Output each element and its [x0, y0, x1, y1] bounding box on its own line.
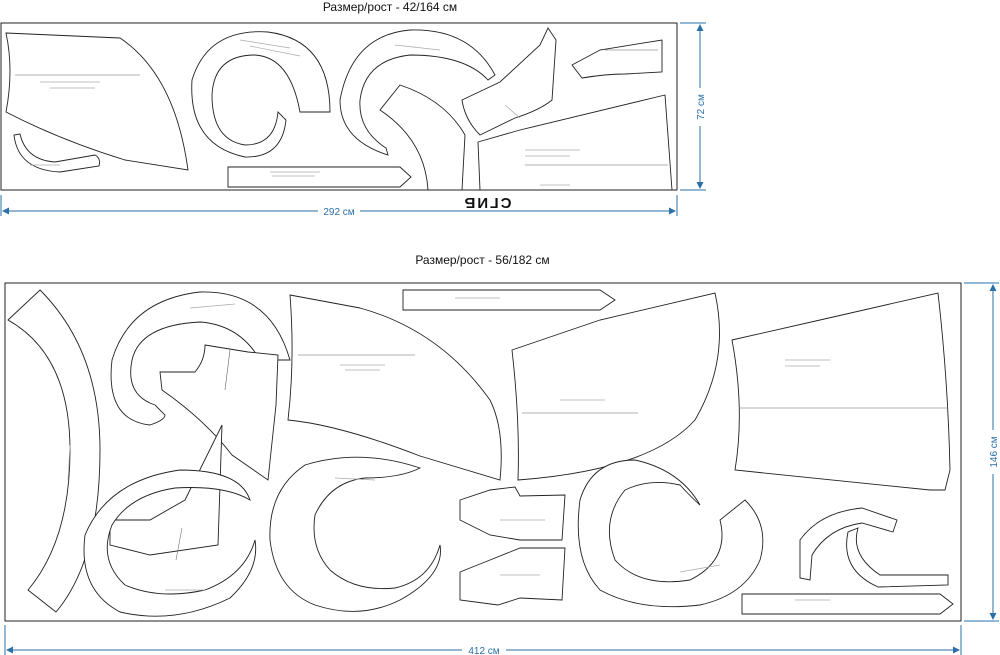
belt-piece-a	[402, 289, 616, 311]
skirt-panel-piece-a	[287, 294, 502, 481]
dimension-height-2: 146 см	[964, 282, 1000, 622]
skirt-panel-piece-c	[731, 292, 951, 491]
width-label-1: 292 см	[323, 207, 354, 218]
long-curve-piece	[7, 289, 101, 613]
skirt-panel-piece-b	[511, 292, 720, 481]
ring-piece-a	[110, 291, 291, 426]
grainlines-1	[15, 39, 668, 186]
pattern-pieces-1	[5, 27, 673, 191]
height-label-1: 72 см	[696, 94, 707, 120]
skirt-panel-piece	[5, 32, 189, 171]
dimension-width-1: 292 см	[0, 195, 678, 218]
front-piece-b	[109, 424, 223, 556]
layout-2: 412 см 146 см	[4, 282, 1000, 655]
sleeve-piece-a	[459, 486, 566, 541]
layout-1: 292 см 72 см СГИБ	[0, 22, 707, 218]
dimension-height-1: 72 см	[680, 22, 707, 191]
sleeve-piece-b	[459, 547, 566, 606]
hood-piece	[339, 29, 496, 156]
width-label-2: 412 см	[468, 646, 499, 655]
fold-label: СГИБ	[463, 194, 512, 211]
pattern-pieces-2	[7, 289, 954, 617]
front-piece	[461, 27, 557, 136]
small-arc-piece-a	[799, 507, 898, 581]
belt-piece	[227, 166, 412, 188]
small-arc-piece-b	[846, 527, 949, 588]
grainlines-2	[67, 297, 948, 601]
dimension-width-2: 412 см	[4, 625, 962, 655]
sleeve-piece	[571, 39, 663, 79]
height-label-2: 146 см	[989, 436, 1000, 467]
layout-1-title: Размер/рост - 42/164 см	[322, 0, 458, 14]
ring-piece-b	[83, 469, 257, 617]
small-arc-piece	[13, 133, 100, 173]
collar-piece	[379, 84, 466, 191]
ring-piece	[191, 31, 331, 158]
layout-2-title: Размер/рост - 56/182 см	[415, 253, 550, 267]
front-piece-a	[159, 344, 279, 481]
back-panel-piece	[477, 94, 673, 191]
ring-piece-c	[269, 456, 441, 612]
ring-piece-d	[577, 459, 764, 608]
belt-piece-b	[741, 593, 954, 615]
